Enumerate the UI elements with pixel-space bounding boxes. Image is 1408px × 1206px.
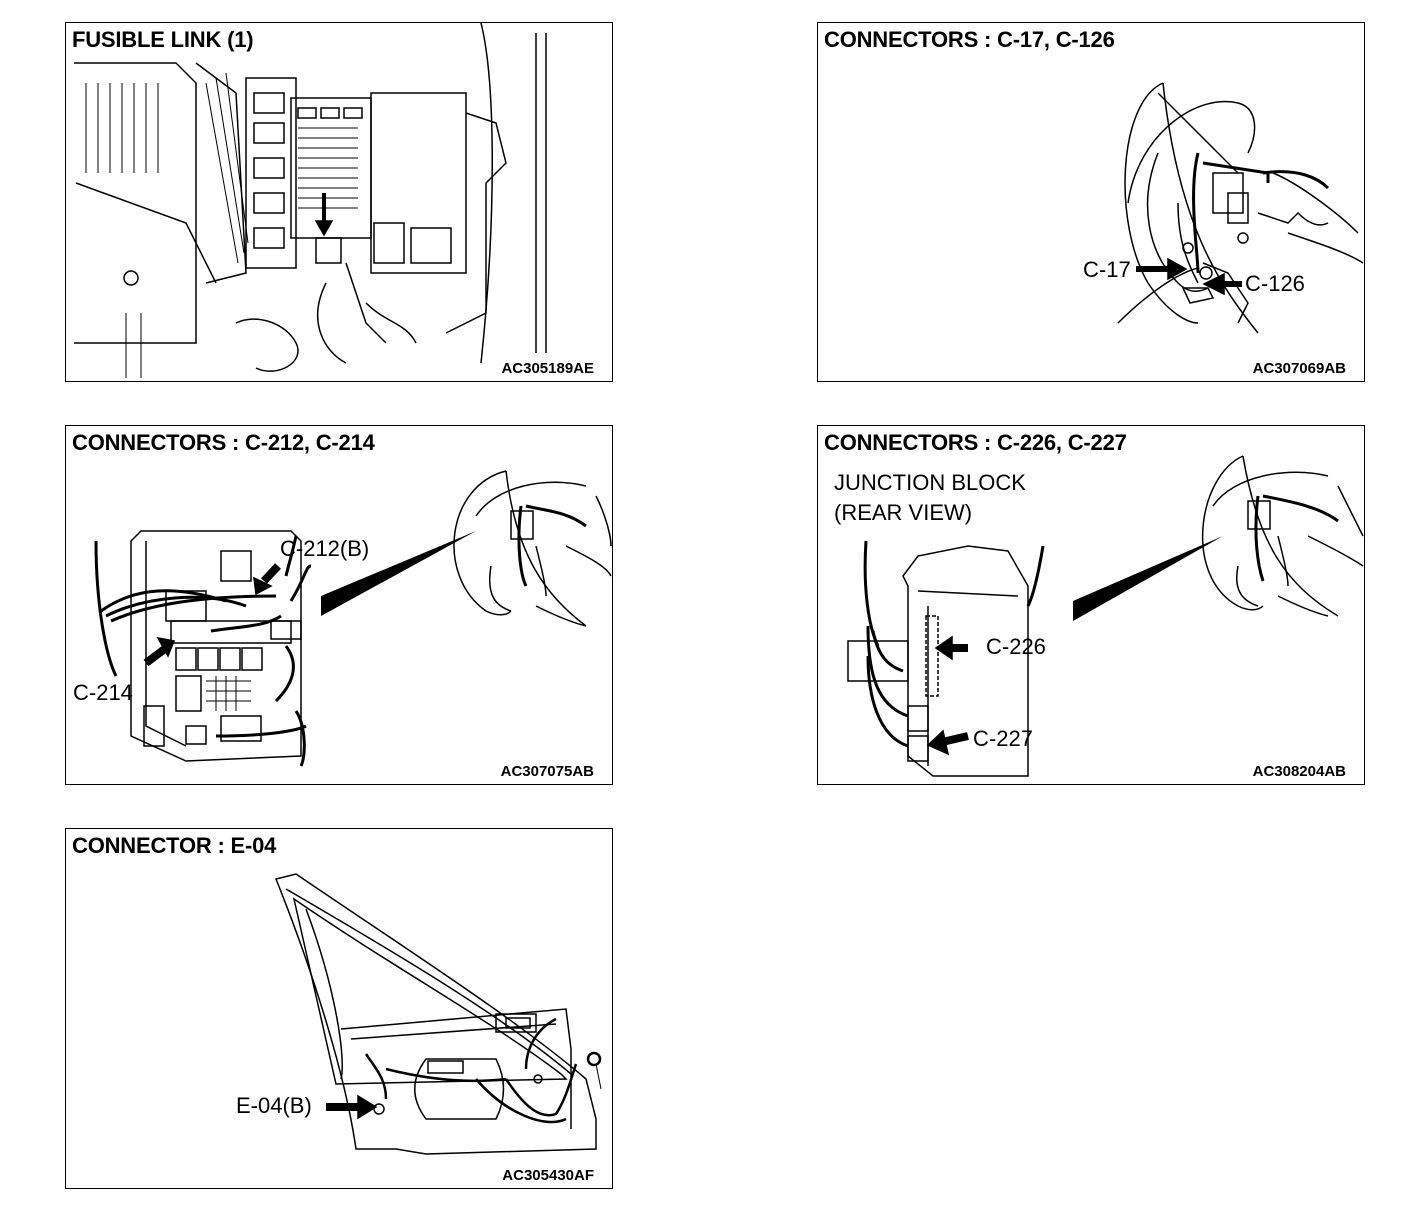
label-c126: C-126 xyxy=(1245,271,1305,296)
figure-code: AC307075AB xyxy=(498,763,596,780)
figure-code: AC305189AE xyxy=(499,360,596,377)
figure-code: AC307069AB xyxy=(1250,360,1348,377)
panel-title: CONNECTORS : C-226, C-227 xyxy=(824,430,1127,456)
figure-code: AC308204AB xyxy=(1250,763,1348,780)
fusible-link-illustration xyxy=(74,23,547,378)
label-c17: C-17 xyxy=(1083,257,1131,282)
label-e04b: E-04(B) xyxy=(236,1093,312,1118)
junction-block-illustration xyxy=(94,470,612,767)
connectors-c212-c214-panel: CONNECTORS : C-212, C-214 C-212(B) C-214… xyxy=(65,425,613,785)
junction-block-rear-illustration xyxy=(847,455,1364,777)
connector-e04-panel: CONNECTOR : E-04 E-04(B) AC305430AF xyxy=(65,828,613,1189)
figure-code: AC305430AF xyxy=(500,1167,596,1184)
panel-title: FUSIBLE LINK (1) xyxy=(72,27,254,53)
label-c226: C-226 xyxy=(986,634,1046,659)
label-c227: C-227 xyxy=(973,726,1033,751)
label-c212b: C-212(B) xyxy=(280,536,370,561)
front-door-illustration xyxy=(274,873,602,1155)
connectors-c17-c126-panel: CONNECTORS : C-17, C-126 C-17 C-126 AC30… xyxy=(817,22,1365,382)
label-junction-block: JUNCTION BLOCK xyxy=(834,470,1026,495)
panel-title: CONNECTORS : C-17, C-126 xyxy=(824,27,1115,53)
panel-title: CONNECTOR : E-04 xyxy=(72,833,277,859)
label-rear-view: (REAR VIEW) xyxy=(834,500,973,525)
panel-title: CONNECTORS : C-212, C-214 xyxy=(72,430,375,456)
connectors-c226-c227-panel: CONNECTORS : C-226, C-227 JUNCTION BLOCK… xyxy=(817,425,1365,785)
label-c214: C-214 xyxy=(73,680,133,705)
steering-column-illustration xyxy=(1117,82,1364,334)
fusible-link-panel: FUSIBLE LINK (1) AC305189AE xyxy=(65,22,613,382)
